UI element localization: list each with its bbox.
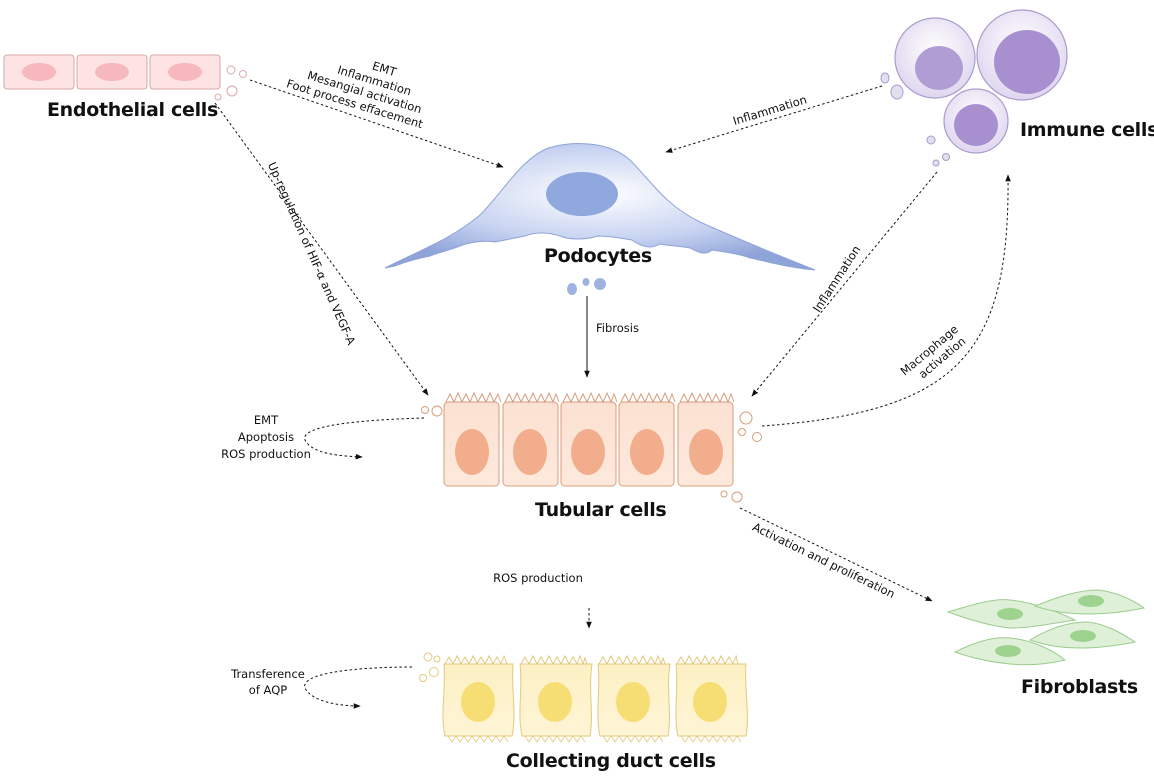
fibroblasts xyxy=(946,589,1146,666)
label-tubular-ros: ROS production xyxy=(221,447,311,461)
arrow-tubular-to-immune xyxy=(761,174,1011,427)
tubular-cells xyxy=(421,391,762,503)
label-macrophage-activation: Macrophage activation xyxy=(898,322,969,381)
label-transference: Transference xyxy=(230,667,305,681)
arrow-immune-to-podocytes xyxy=(665,85,883,153)
endothelial-cells-label: Endothelial cells xyxy=(47,99,218,121)
label-hif-vegf: Up-regulation of HIF-α and VEGF-A xyxy=(265,160,359,347)
podocytes xyxy=(384,143,816,295)
endothelial-cells xyxy=(3,54,247,101)
arrow-tubular-to-fibroblasts xyxy=(739,507,933,602)
label-of-aqp: of AQP xyxy=(249,683,287,697)
collecting-duct-cells xyxy=(419,652,748,743)
label-immune-to-tubular-inflammation: Inflammation xyxy=(810,243,863,315)
arrow-endothelial-to-tubular xyxy=(214,102,429,396)
label-endothelial-to-podocytes: EMT Inflammation Mesangial activation Fo… xyxy=(285,59,425,132)
tubular-cells-label: Tubular cells xyxy=(535,499,666,521)
arrows xyxy=(214,79,1011,709)
arrow-collecting-self-loop xyxy=(304,666,413,709)
arrow-immune-to-tubular xyxy=(751,171,938,397)
label-apoptosis: Apoptosis xyxy=(238,430,294,444)
label-ros-production: ROS production xyxy=(493,571,583,585)
immune-cells xyxy=(880,9,1068,167)
immune-cells-label: Immune cells xyxy=(1020,119,1154,141)
fibroblasts-label: Fibroblasts xyxy=(1021,676,1138,698)
label-fibrosis: Fibrosis xyxy=(596,321,639,335)
arrow-tubular-self-loop xyxy=(304,417,425,460)
label-tubular-emt: EMT xyxy=(254,413,279,427)
label-activation-proliferation: Activation and proliferation xyxy=(750,520,897,601)
label-immune-inflammation: Inflammation xyxy=(731,92,808,128)
podocytes-label: Podocytes xyxy=(544,245,652,267)
collecting-duct-cells-label: Collecting duct cells xyxy=(506,750,716,772)
